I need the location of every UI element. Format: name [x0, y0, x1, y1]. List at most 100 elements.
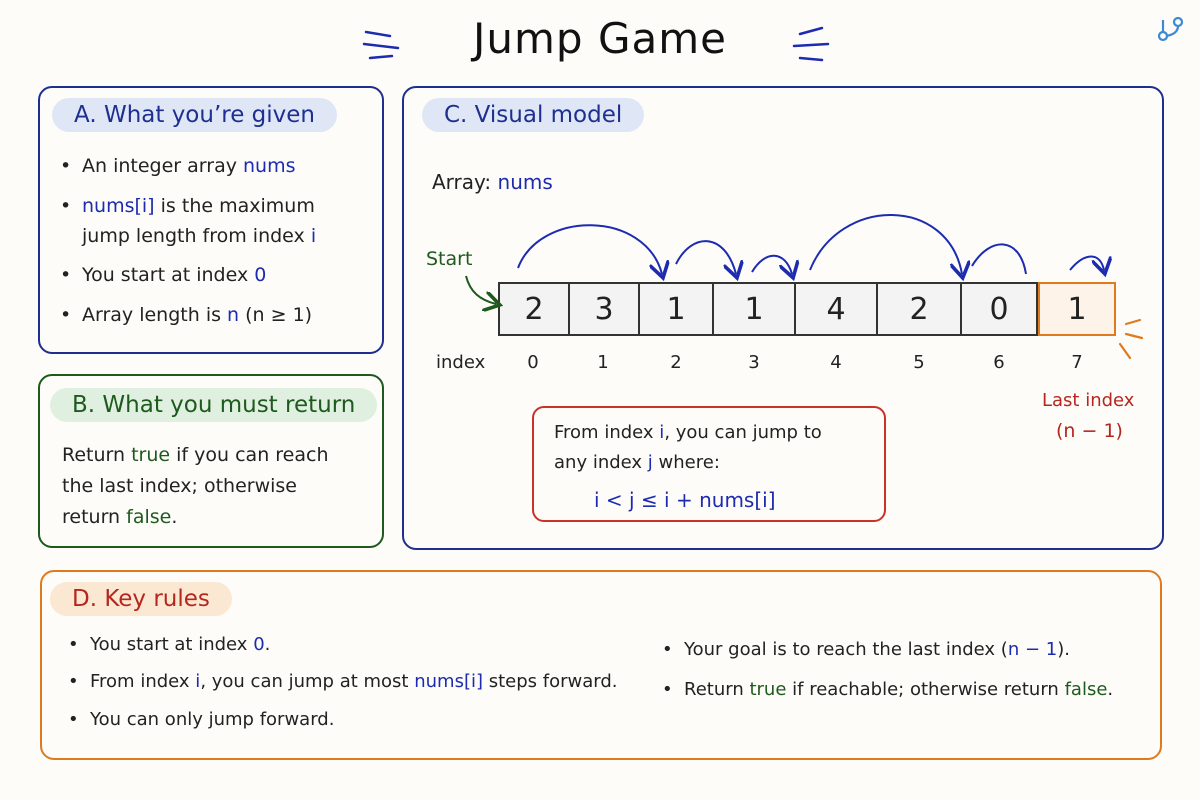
- rule-start-index-end: .: [264, 634, 271, 655]
- rule-start-index: You start at index 0.: [68, 634, 271, 655]
- index-6: 6: [993, 352, 1005, 373]
- section-given-heading: A. What you’re given: [52, 98, 338, 132]
- index-0: 0: [527, 352, 539, 373]
- array-cell-2: 1: [638, 282, 714, 336]
- given-bullet-array: An integer array nums: [60, 155, 296, 177]
- rule-return-true: true: [749, 679, 787, 700]
- last-index-sublabel: (n − 1): [1056, 420, 1123, 442]
- rule-max-jump-code: nums[i]: [414, 671, 484, 692]
- page-title: Jump Game: [473, 14, 727, 63]
- jump-arc-4-6: [809, 214, 962, 274]
- given-bullet-max-jump: nums[i] is the maximum: [60, 195, 315, 217]
- rule-max-jump-b: , you can jump at most: [200, 671, 409, 692]
- index-3: 3: [748, 352, 760, 373]
- jump-arc-2-3: [675, 240, 736, 274]
- given-bullet-length: Array length is n (n ≥ 1): [60, 304, 313, 326]
- array-label: Array: nums: [432, 170, 553, 194]
- jump-rule-formula: i < j ≤ i + nums[i]: [594, 488, 776, 512]
- jump-arc-7-next: [1069, 255, 1104, 271]
- given-bullet-max-jump-line2-text: jump length from index: [82, 225, 305, 247]
- return-line-3-b: .: [171, 506, 178, 528]
- return-false-keyword: false: [126, 506, 172, 528]
- given-bullet-length-var: n: [227, 304, 240, 326]
- title-dash-left-3: [368, 54, 394, 60]
- array-name: nums: [497, 170, 553, 194]
- given-bullet-max-jump-var: i: [310, 225, 317, 247]
- return-line-1-a: Return: [62, 444, 126, 466]
- title-decoration: [362, 16, 1184, 62]
- rule-max-jump-c: steps forward.: [488, 671, 618, 692]
- given-bullet-start-val: 0: [254, 264, 267, 286]
- rule-goal: Your goal is to reach the last index (n …: [662, 639, 1070, 660]
- section-visual-model-heading: C. Visual model: [422, 98, 645, 132]
- jump-rule-box: [532, 406, 886, 522]
- given-bullet-array-code: nums: [243, 155, 296, 177]
- array-label-text: Array:: [432, 170, 492, 194]
- array-cell-1: 3: [568, 282, 640, 336]
- rule-max-jump-a: From index: [90, 671, 190, 692]
- jump-rule-l1-b: , you can jump to: [664, 422, 822, 443]
- jump-rule-line-1: From index i, you can jump to: [554, 422, 822, 443]
- section-return: [38, 374, 384, 548]
- array-cell-7-last: 1: [1038, 282, 1116, 336]
- return-line-3-a: return: [62, 506, 121, 528]
- jump-arc-3-4: [751, 254, 792, 274]
- rule-return-c: .: [1107, 679, 1114, 700]
- return-line-3: return false.: [62, 506, 177, 528]
- jump-rule-var-i: i: [659, 422, 665, 443]
- jump-arcs: [465, 214, 1144, 360]
- rule-return: Return true if reachable; otherwise retu…: [662, 679, 1114, 700]
- index-2: 2: [670, 352, 682, 373]
- index-1: 1: [597, 352, 609, 373]
- rule-goal-code: n − 1: [1007, 639, 1058, 660]
- rule-return-false: false: [1064, 679, 1108, 700]
- title-dash-left-2: [362, 42, 400, 50]
- jump-rule-l2-b: where:: [658, 452, 720, 473]
- return-line-2: the last index; otherwise: [62, 475, 297, 497]
- section-visual-model: [402, 86, 1164, 550]
- rule-goal-paren-close: ).: [1057, 639, 1070, 660]
- given-bullet-length-cond: (n ≥ 1): [245, 304, 313, 326]
- return-line-1: Return true if you can reach: [62, 444, 329, 466]
- rule-forward-only: You can only jump forward.: [68, 709, 334, 730]
- given-bullet-start: You start at index 0: [60, 264, 267, 286]
- given-bullet-length-text: Array length is: [82, 304, 221, 326]
- index-row-label: index: [436, 352, 486, 373]
- jump-rule-line-2: any index j where:: [554, 452, 720, 473]
- jump-arc-0-2: [517, 224, 662, 274]
- title-dash-left-1: [364, 30, 392, 38]
- branch-icon: [1157, 16, 1184, 42]
- section-key-rules: [40, 570, 1162, 760]
- rule-goal-text: Your goal is to reach the last index: [684, 639, 996, 660]
- index-5: 5: [913, 352, 925, 373]
- given-bullet-start-text: You start at index: [82, 264, 249, 286]
- index-4: 4: [830, 352, 842, 373]
- last-index-highlight-marks: [1118, 318, 1144, 360]
- rule-start-index-val: 0: [253, 634, 265, 655]
- rule-goal-paren-open: (: [1000, 639, 1008, 660]
- start-label: Start: [426, 248, 473, 270]
- title-dash-right-3: [798, 56, 824, 62]
- array-cell-6: 0: [960, 282, 1038, 336]
- rule-start-index-text: You start at index: [90, 634, 248, 655]
- jump-rule-var-j: j: [647, 452, 653, 473]
- rule-max-jump-var: i: [195, 671, 201, 692]
- jump-rule-l1-a: From index: [554, 422, 654, 443]
- rule-return-b: if reachable; otherwise return: [792, 679, 1059, 700]
- given-bullet-array-text: An integer array: [82, 155, 237, 177]
- array-cell-3: 1: [712, 282, 796, 336]
- given-bullet-max-jump-code: nums[i]: [82, 195, 155, 217]
- return-line-1-b: if you can reach: [176, 444, 329, 466]
- section-key-rules-heading: D. Key rules: [50, 582, 232, 616]
- start-arrow: [465, 275, 496, 304]
- title-dash-right-1: [798, 26, 824, 36]
- array-cell-5: 2: [876, 282, 962, 336]
- given-bullet-max-jump-line2: jump length from index i: [82, 225, 316, 247]
- jump-rule-l2-a: any index: [554, 452, 643, 473]
- section-given: [38, 86, 384, 354]
- last-index-label: Last index: [1042, 390, 1135, 411]
- title-dash-right-2: [792, 42, 830, 48]
- jump-arc-6-next: [971, 243, 1027, 275]
- rule-max-jump: From index i, you can jump at most nums[…: [68, 671, 618, 692]
- rule-return-a: Return: [684, 679, 744, 700]
